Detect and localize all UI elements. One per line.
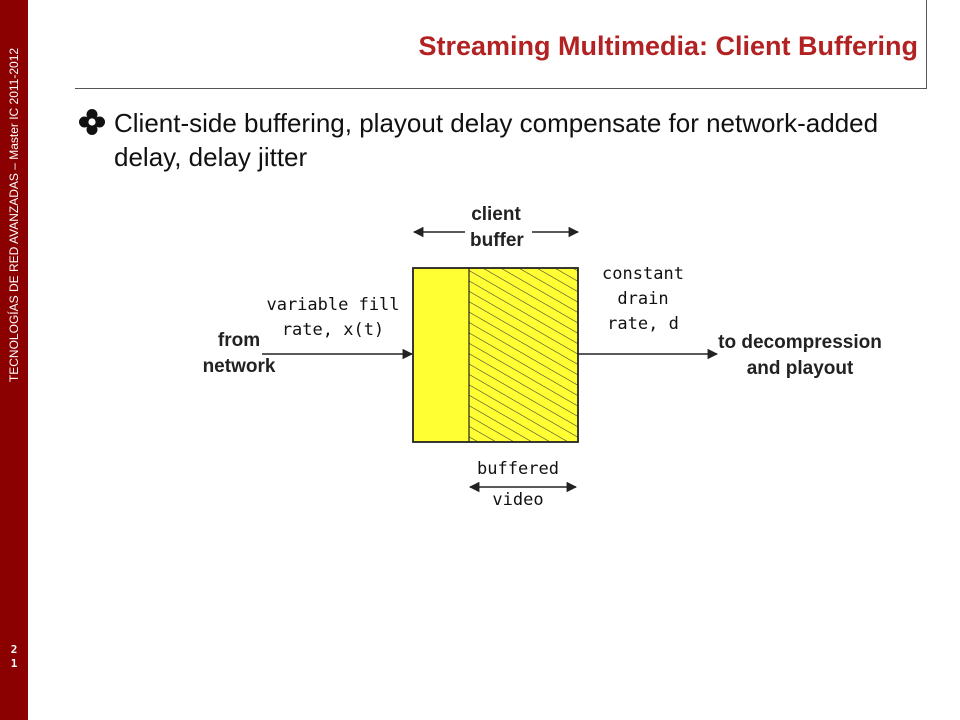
buffer-empty-region [413,268,469,442]
drain-rate-label-line: rate, d [607,314,679,334]
buffered-video-label: buffered video [458,457,578,513]
title-underline [75,88,927,89]
slide-number-digit: 2 [10,643,18,656]
buffered-video-label-line: video [492,490,544,510]
drain-rate-label-line: constant [602,264,684,284]
buffer-filled-region [469,268,578,442]
fill-rate-label: variable fill rate, x(t) [262,293,404,343]
sidebar-band: TECNOLOGÍAS DE RED AVANZADAS – Master IC… [0,0,28,720]
drain-rate-label: constant drain rate, d [588,262,698,337]
from-network-label: from network [199,328,279,380]
fill-rate-label-line: variable fill [266,295,400,315]
decompression-playout-label-line: and playout [746,358,854,379]
gear-flower-bullet-icon [79,109,105,135]
bullet-item: Client-side buffering, playout delay com… [78,106,918,174]
drain-rate-label-line: drain [617,289,669,309]
title-side-rule [926,0,927,89]
fill-rate-label-line: rate, x(t) [281,320,385,340]
client-buffer-label-line: client [471,204,521,225]
slide-number-digit: 1 [10,657,18,670]
client-buffer-label-line: buffer [470,230,524,251]
slide-number: 2 1 [0,643,28,671]
slide-title: Streaming Multimedia: Client Buffering [418,31,918,61]
from-network-label-line: from [217,330,261,351]
bullet-text: Client-side buffering, playout delay com… [114,108,879,172]
decompression-playout-label: to decompression and playout [718,330,882,382]
from-network-label-line: network [202,356,276,377]
buffered-video-label-line: buffered [477,459,559,479]
decompression-playout-label-line: to decompression [718,332,882,353]
client-buffer-label: client buffer [470,202,524,254]
